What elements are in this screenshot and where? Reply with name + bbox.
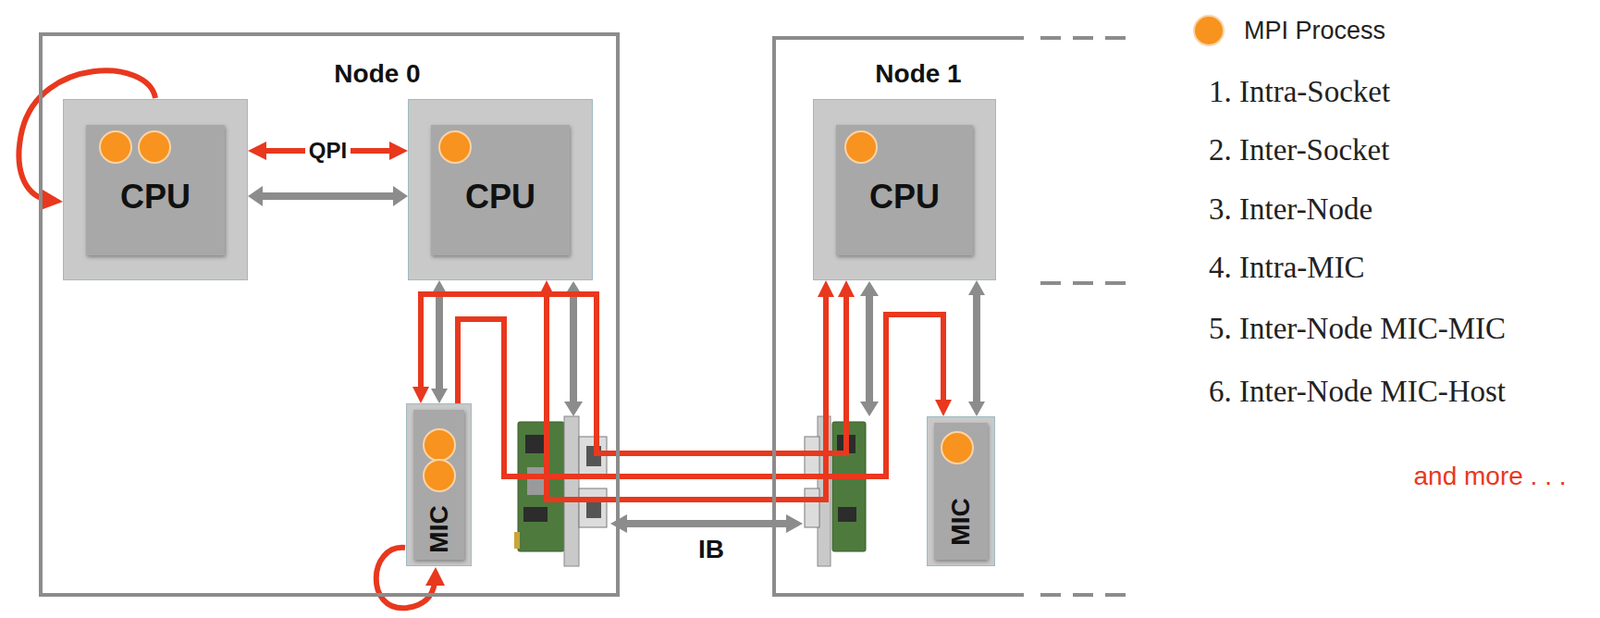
chip-label: MIC <box>423 504 454 553</box>
dash <box>1105 281 1126 285</box>
mpi-process <box>940 430 974 465</box>
mpi-process <box>422 458 456 493</box>
legend-swatch <box>1193 14 1225 47</box>
list-item: 1. Intra-Socket <box>1206 73 1393 111</box>
communication-path <box>412 280 855 454</box>
dash <box>1072 281 1094 285</box>
list-item: 4. Intra-MIC <box>1206 248 1368 286</box>
dash <box>1040 281 1061 285</box>
legend-text: MPI Process <box>1243 15 1386 46</box>
communication-path <box>457 314 952 477</box>
list-item: 3. Inter-Node <box>1206 190 1376 228</box>
arrow-head <box>817 280 835 297</box>
continuation-dashes <box>1040 37 1126 595</box>
list-item: 5. Inter-Node MIC-MIC <box>1206 309 1509 347</box>
note: and more . . . <box>1411 460 1570 493</box>
chip <box>837 506 857 522</box>
chip <box>523 506 548 522</box>
mpi-process <box>98 130 133 164</box>
arrow-head <box>935 399 952 417</box>
mic-coprocessor: MIC <box>926 416 996 567</box>
arrow-head <box>247 141 267 160</box>
mpi-process <box>137 130 172 164</box>
connector-line <box>546 295 826 500</box>
node-title: Node 1 <box>874 58 961 90</box>
list-item: 6. Inter-Node MIC-Host <box>1206 372 1509 410</box>
link-line <box>625 519 790 528</box>
arrow-head <box>412 386 430 404</box>
hardware-link <box>247 185 408 207</box>
cpu-socket: CPU <box>812 98 997 281</box>
hardware-link <box>430 280 448 404</box>
connector-line <box>260 192 395 200</box>
arrow-head <box>860 281 879 296</box>
arrow-head <box>247 185 263 207</box>
dash <box>1040 592 1061 597</box>
connector-line <box>457 314 944 477</box>
arrow-head <box>389 141 408 160</box>
arrow-head <box>425 566 445 586</box>
cpu-socket: CPU <box>407 98 593 281</box>
chip <box>527 467 544 495</box>
arrow-head <box>786 514 803 533</box>
arrow-head <box>564 401 583 417</box>
compute-node: Node 0 CPU CPU MIC <box>38 32 620 597</box>
compute-node: Node 1 CPU MIC <box>772 36 1024 597</box>
hardware-link <box>968 280 985 417</box>
dash <box>1072 36 1094 40</box>
link-label: IB <box>695 533 727 566</box>
mic-coprocessor: MIC <box>406 403 472 567</box>
chip-label: CPU <box>465 178 536 216</box>
dash <box>1072 592 1094 597</box>
card-contacts <box>514 531 520 549</box>
link-line <box>569 294 578 404</box>
connector-line <box>972 293 981 404</box>
mpi-process <box>844 130 878 164</box>
communication-path <box>538 280 835 500</box>
arrow-head <box>393 185 408 207</box>
connector-line <box>435 293 444 391</box>
chip <box>525 434 546 454</box>
arrow-head <box>538 280 555 297</box>
dash <box>1105 592 1126 597</box>
mpi-process <box>438 130 472 164</box>
pcie-link <box>564 281 879 417</box>
list-item: 2. Inter-Socket <box>1206 131 1392 169</box>
port <box>578 488 607 528</box>
mpi-process <box>422 428 456 462</box>
dash <box>1040 36 1061 40</box>
cpu-socket: CPU <box>62 98 248 281</box>
node-title: Node 0 <box>333 58 420 90</box>
card-bracket <box>564 416 579 567</box>
arrow-head <box>860 401 879 417</box>
arrow-head <box>837 280 855 297</box>
chip-label: CPU <box>869 178 940 216</box>
chip-label: CPU <box>120 178 191 216</box>
arrow-head <box>968 401 985 417</box>
card-board <box>517 421 565 552</box>
network-card <box>514 416 607 567</box>
arrow-head <box>40 189 63 210</box>
link-line <box>865 294 874 404</box>
edge-label: QPI <box>305 137 351 164</box>
network-card <box>804 416 866 567</box>
dash <box>1105 36 1126 40</box>
chip-label: MIC <box>946 497 976 545</box>
arrow-head <box>430 388 448 404</box>
port <box>804 488 820 528</box>
arrow-head <box>968 280 985 296</box>
